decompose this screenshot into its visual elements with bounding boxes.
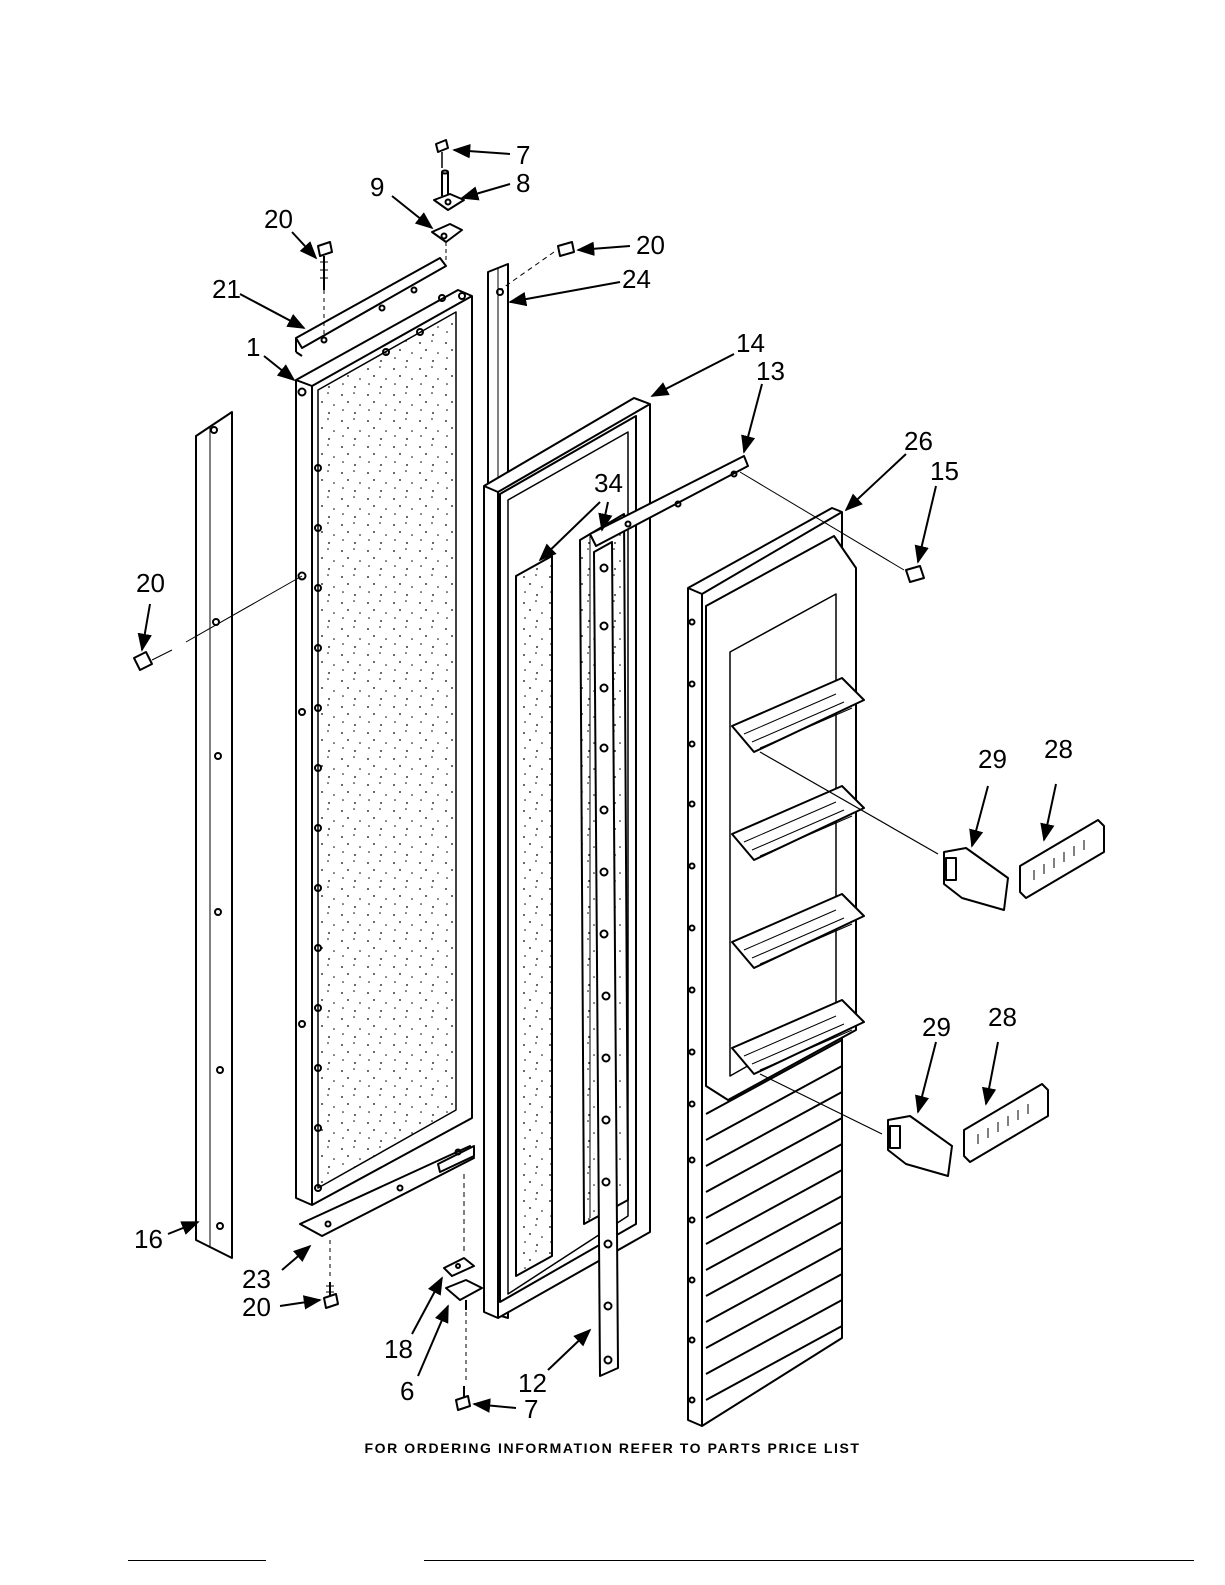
screw-top-hinge: [436, 140, 448, 168]
callout-20-bottom: 20: [242, 1294, 271, 1320]
inner-door-liner: [688, 508, 856, 1426]
shelf-end-cap-upper: [944, 848, 1008, 910]
callout-7-bottom: 7: [524, 1396, 538, 1422]
callout-20-left: 20: [136, 570, 165, 596]
callout-16: 16: [134, 1226, 163, 1252]
callout-14: 14: [736, 330, 765, 356]
hinge-plate-bottom: [444, 1174, 474, 1276]
callout-13: 13: [756, 358, 785, 384]
hinge-plate-top: [432, 224, 462, 262]
shelf-retainer-lower: [964, 1084, 1048, 1162]
shelf-end-cap-lower: [888, 1116, 952, 1176]
screw-top-right: [500, 242, 574, 290]
screw-bottom: [324, 1240, 338, 1308]
callout-29-lower: 29: [922, 1014, 951, 1040]
callout-23: 23: [242, 1266, 271, 1292]
callout-12: 12: [518, 1370, 547, 1396]
ordering-info-footer: FOR ORDERING INFORMATION REFER TO PARTS …: [0, 1440, 1225, 1456]
shelf-retainer-upper: [1020, 820, 1104, 898]
door-trim-strip: [196, 412, 232, 1258]
callout-18: 18: [384, 1336, 413, 1362]
callout-26: 26: [904, 428, 933, 454]
callout-24: 24: [622, 266, 651, 292]
top-hinge: [434, 171, 464, 211]
callout-28-lower: 28: [988, 1004, 1017, 1030]
screw-bottom-hinge: [456, 1386, 470, 1410]
bottom-rule-right: [424, 1560, 1194, 1561]
callout-9: 9: [370, 174, 384, 200]
bottom-hinge: [446, 1280, 482, 1380]
callout-21: 21: [212, 276, 241, 302]
callout-15: 15: [930, 458, 959, 484]
callout-20-top-right: 20: [636, 232, 665, 258]
callout-7-top: 7: [516, 142, 530, 168]
callout-28-upper: 28: [1044, 736, 1073, 762]
outer-door-panel: [296, 290, 472, 1205]
bottom-rule-left: [128, 1560, 266, 1561]
callout-1: 1: [246, 334, 260, 360]
callout-6: 6: [400, 1378, 414, 1404]
callout-34: 34: [594, 470, 623, 496]
callout-20-top-left: 20: [264, 206, 293, 232]
callout-8: 8: [516, 170, 530, 196]
callout-29-upper: 29: [978, 746, 1007, 772]
